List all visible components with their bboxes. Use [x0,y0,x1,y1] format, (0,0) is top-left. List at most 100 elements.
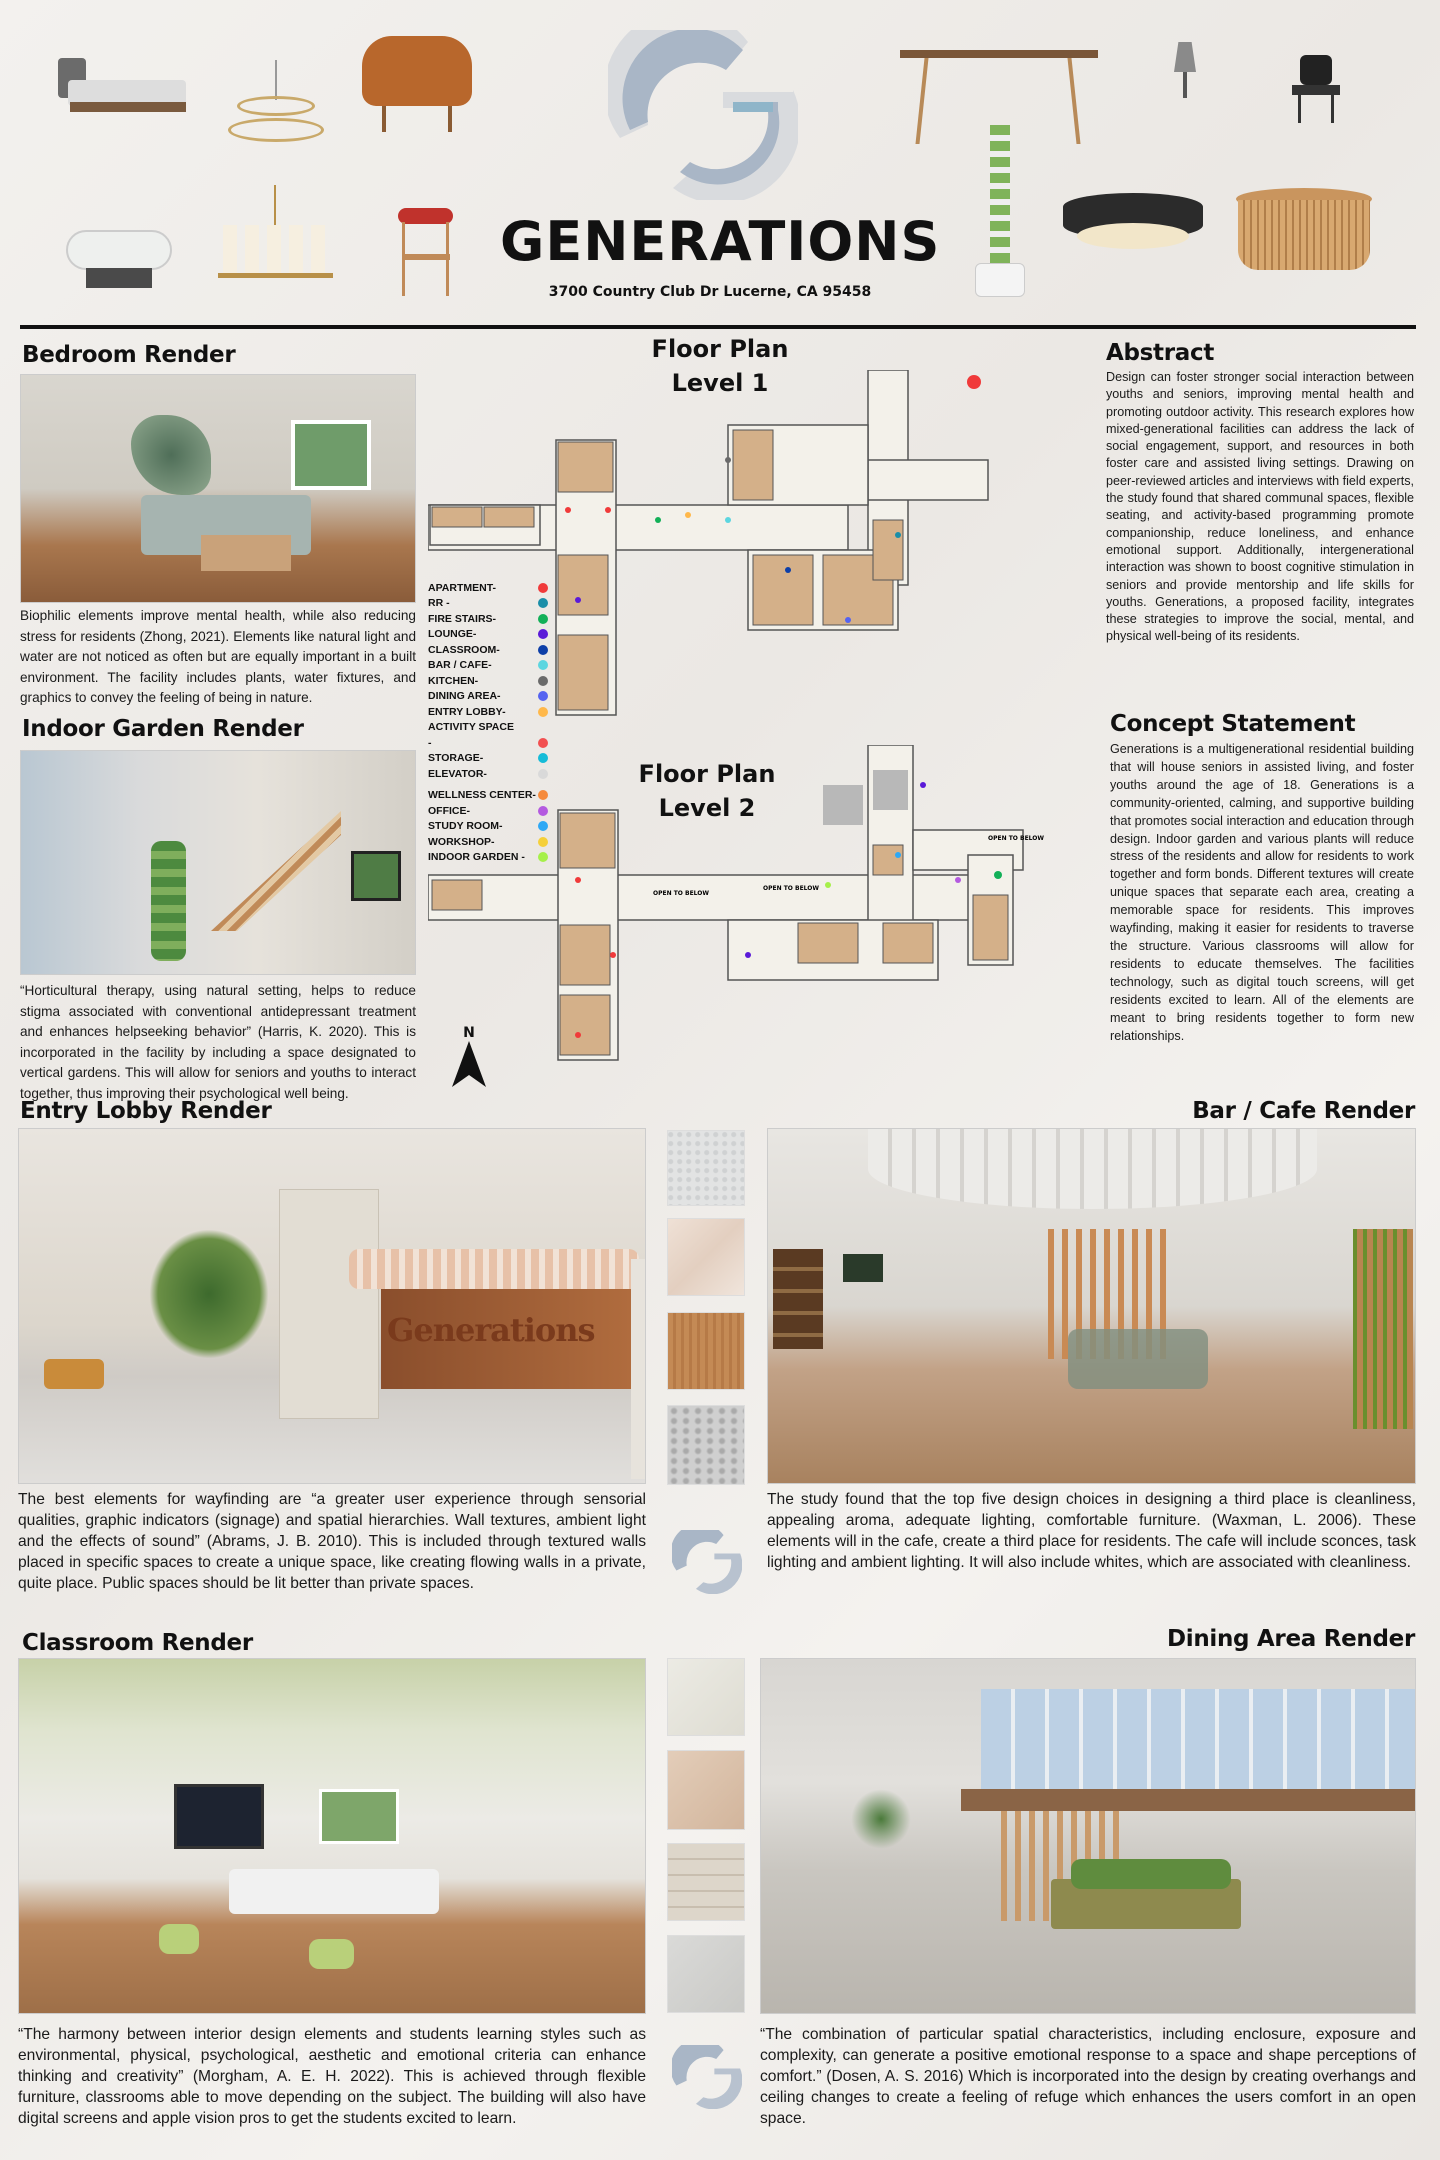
furniture-sconce-image [1170,36,1200,98]
entry-lobby-render-image: Generations [18,1128,646,1484]
legend-color-dot-icon [538,753,548,764]
furniture-side-table-image [1236,188,1372,298]
classroom-render-image [18,1658,646,2014]
legend-label: FIRE STAIRS- [428,612,497,625]
legend-label: LOUNGE- [428,628,477,641]
material-swatch-terrazzo [667,1130,745,1206]
concept-statement-body: Generations is a multigenerational resid… [1110,742,1414,1043]
classroom-render-title: Classroom Render [22,1630,253,1656]
legend-color-dot-icon [538,737,548,748]
legend-label: INDOOR GARDEN - [428,851,525,864]
legend-label: ENTRY LOBBY- [428,705,506,718]
floor-plan-level-1-title-line1: Floor Plan [651,335,789,363]
legend-label: ACTIVITY SPACE [428,721,514,734]
legend-label: STUDY ROOM- [428,820,503,833]
legend-color-dot-icon [538,660,548,671]
floor-plan-level-1-room-markers [565,375,981,623]
bedroom-render-caption: Biophilic elements improve mental health… [20,608,416,705]
floor-plan-level-2-title-line2: Level 2 [658,794,756,822]
legend-label: DINING AREA- [428,690,501,703]
furniture-vertical-garden-image [970,125,1030,300]
legend-label: WELLNESS CENTER- [428,789,536,802]
indoor-garden-render-caption: “Horticultural therapy, using natural se… [20,983,416,1101]
legend-label: CLASSROOM- [428,643,500,656]
legend-label: - [428,736,432,749]
bedroom-render-title: Bedroom Render [22,342,236,368]
legend-label: APARTMENT- [428,581,497,594]
legend-label: BAR / CAFE- [428,659,492,672]
legend-color-dot-icon [538,805,548,816]
legend-item: - [428,735,548,751]
legend-item: ELEVATOR- [428,766,548,782]
north-arrow-icon: N [452,1025,486,1091]
dining-area-render-image [760,1658,1416,2014]
dining-area-render-title: Dining Area Render [1166,1626,1415,1652]
floor-plan-level-2[interactable]: OPEN TO BELOW OPEN TO BELOW OPEN TO BELO… [428,745,1048,1065]
legend-item: ACTIVITY SPACE [428,720,548,736]
bedroom-render-image [20,374,416,603]
bar-cafe-render-title: Bar / Cafe Render [1192,1098,1415,1124]
material-swatch-concrete [667,1935,745,2013]
legend-item: ENTRY LOBBY- [428,704,548,720]
bar-cafe-render-image [767,1128,1416,1484]
legend-color-dot-icon [538,691,548,702]
classroom-render-caption: “The harmony between interior design ele… [18,2026,646,2127]
legend-label: WORKSHOP- [428,835,495,848]
abstract-body: Design can foster stronger social intera… [1106,370,1414,644]
furniture-candle-chandelier-image [218,185,333,293]
material-swatch-beige-stone [667,1750,745,1830]
legend-color-dot-icon [538,582,548,593]
furniture-armchair-image [362,36,472,132]
legend-item: OFFICE- [428,803,548,819]
furniture-marble-table-image [66,230,172,290]
legend-label: OFFICE- [428,804,470,817]
legend-color-dot-icon [538,675,548,686]
abstract-title: Abstract [1106,340,1215,366]
legend-item: KITCHEN- [428,673,548,689]
legend-item: WORKSHOP- [428,834,548,850]
floor-plan-level-1[interactable] [428,370,998,720]
furniture-red-chair-image [398,208,453,296]
open-to-below-label: OPEN TO BELOW [988,835,1044,842]
legend-item: STORAGE- [428,751,548,767]
legend-color-dot-icon [538,629,548,640]
legend-color-dot-icon [538,852,548,863]
floor-plan-level-1-title-line2: Level 1 [671,369,769,397]
legend-item: CLASSROOM- [428,642,548,658]
lobby-sign-text: Generations [387,1311,595,1349]
open-to-below-label: OPEN TO BELOW [653,890,709,897]
legend-item: FIRE STAIRS- [428,611,548,627]
generations-small-logo [670,2038,743,2110]
material-swatch-stone [667,1405,745,1485]
furniture-ceiling-light-image [1063,193,1203,253]
legend-color-dot-icon [538,613,548,624]
furniture-black-chair-image [1292,55,1340,125]
legend-color-dot-icon [538,768,548,779]
legend-label: ELEVATOR- [428,767,487,780]
floor-plan-legend: APARTMENT-RR -FIRE STAIRS-LOUNGE-CLASSRO… [428,580,548,865]
legend-color-dot-icon [538,644,548,655]
floor-plan-level-2-title: Floor Plan Level 2 [607,757,807,825]
furniture-bed-image [58,58,188,120]
legend-label: STORAGE- [428,752,484,765]
furniture-wood-table-image [900,50,1098,145]
entry-lobby-render-caption: The best elements for wayfinding are “a … [18,1491,646,1592]
legend-item: APARTMENT- [428,580,548,596]
entry-lobby-render-title: Entry Lobby Render [20,1098,272,1124]
material-swatch-plaster [667,1658,745,1736]
open-to-below-label: OPEN TO BELOW [763,885,819,892]
legend-label: KITCHEN- [428,674,479,687]
material-swatch-brick-stone [667,1843,745,1921]
legend-item: WELLNESS CENTER- [428,788,548,804]
header-divider [20,325,1416,329]
legend-color-dot-icon [538,706,548,717]
indoor-garden-render-image [20,750,416,975]
address: 3700 Country Club Dr Lucerne, CA 95458 [548,284,872,300]
legend-item: DINING AREA- [428,689,548,705]
bar-cafe-render-caption: The study found that the top five design… [767,1491,1416,1571]
material-swatch-marble [667,1218,745,1296]
north-label: N [463,1025,475,1041]
concept-statement-title: Concept Statement [1110,711,1356,737]
poster-title: GENERATIONS [500,210,941,273]
legend-item: LOUNGE- [428,627,548,643]
